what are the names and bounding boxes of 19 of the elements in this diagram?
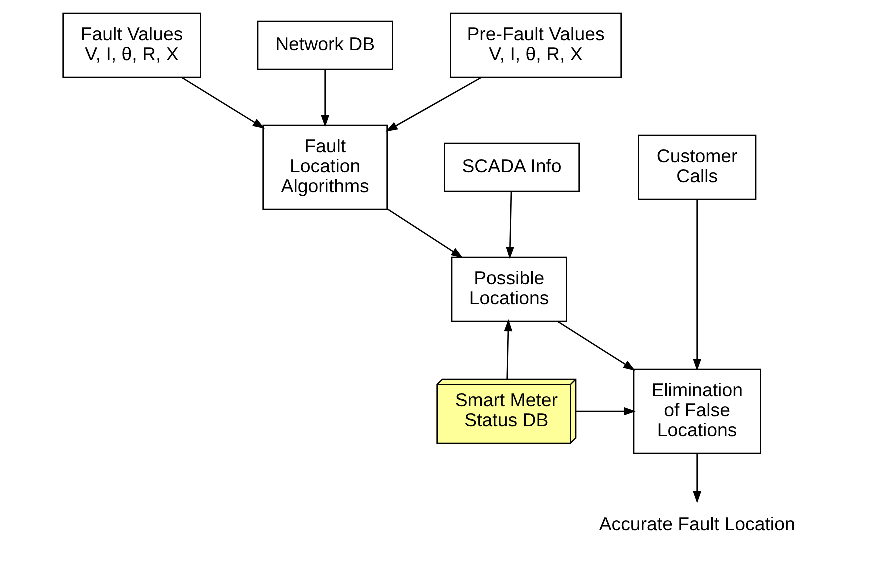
node-box: Elimination of False Locations (632, 368, 761, 454)
arrow (692, 200, 702, 372)
arrow (180, 77, 264, 129)
node-box: Fault Location Algorithms (262, 124, 388, 210)
node-box: Pre-Fault Values V, I, θ, R, X (450, 12, 622, 78)
node-text: Accurate Fault Location (598, 513, 795, 534)
arrow (556, 321, 636, 371)
arrow (320, 70, 330, 128)
arrow (504, 320, 512, 380)
arrow (386, 208, 463, 258)
node-box: Fault Values V, I, θ, R, X (62, 12, 201, 78)
arrow (692, 454, 702, 504)
node-box: Customer Calls (638, 134, 756, 200)
node-box: SCADA Info (444, 142, 580, 192)
node-box: Network DB (256, 20, 393, 70)
node-box: Possible Locations (450, 256, 567, 322)
arrow (385, 76, 482, 132)
arrow (506, 192, 514, 260)
arrow (576, 407, 636, 416)
